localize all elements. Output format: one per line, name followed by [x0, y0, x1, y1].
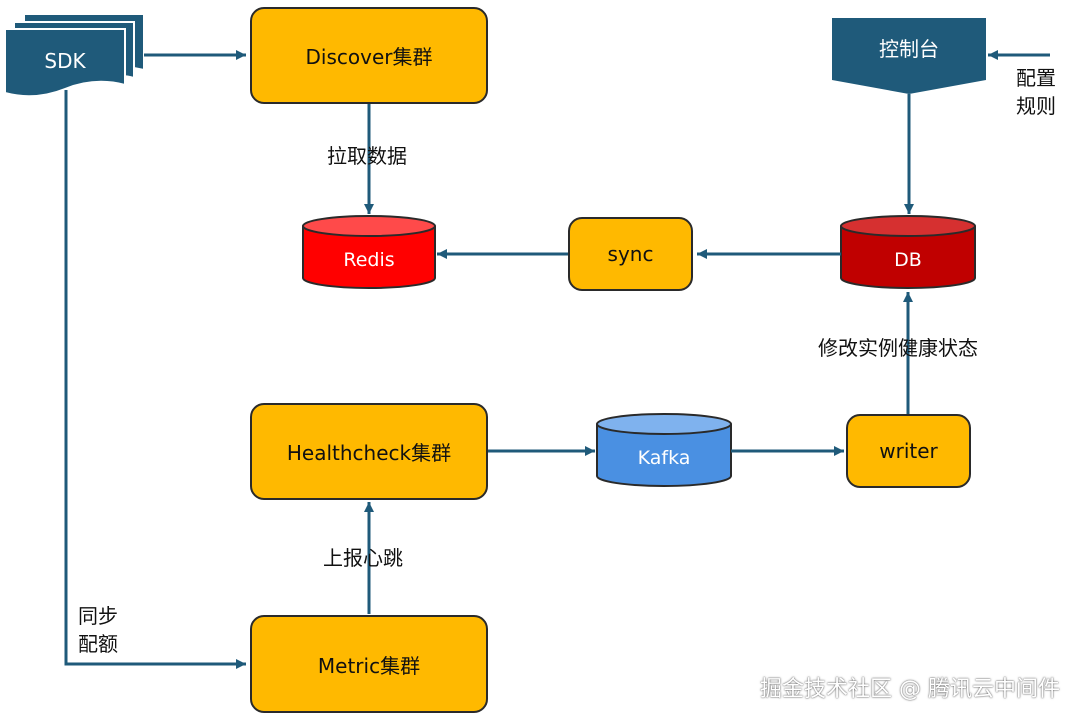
kafka-label: Kafka	[638, 447, 691, 469]
metric-label: Metric集群	[317, 653, 421, 678]
db-cylinder: DB	[840, 215, 976, 289]
console-node: 控制台	[832, 18, 986, 94]
sync-quota-line1: 同步	[78, 604, 118, 628]
config-rules-label: 配置 规则	[1016, 64, 1056, 120]
sync-label: sync	[607, 242, 654, 266]
sdk-label: SDK	[44, 49, 86, 73]
sdk-node: SDK	[4, 13, 145, 98]
redis-cylinder: Redis	[302, 215, 436, 289]
metric-cluster-box: Metric集群	[250, 615, 488, 713]
discover-cluster-box: Discover集群	[250, 7, 488, 104]
redis-label: Redis	[343, 249, 394, 271]
healthcheck-cluster-box: Healthcheck集群	[250, 403, 488, 500]
sync-box: sync	[568, 217, 693, 291]
healthcheck-label: Healthcheck集群	[286, 441, 452, 465]
arrow-sdk-to-metric	[64, 90, 246, 669]
db-label: DB	[894, 249, 922, 271]
writer-label: writer	[879, 439, 938, 463]
watermark: 掘金技术社区 @ 腾讯云中间件	[760, 677, 1060, 702]
kafka-cylinder: Kafka	[596, 413, 732, 487]
config-rules-line1: 配置	[1016, 66, 1056, 90]
modify-health-label: 修改实例健康状态	[818, 336, 978, 360]
pull-data-label: 拉取数据	[327, 144, 407, 168]
report-heartbeat-label: 上报心跳	[323, 546, 403, 570]
config-rules-line2: 规则	[1016, 94, 1056, 118]
sync-quota-line2: 配额	[78, 632, 118, 656]
sync-quota-label: 同步 配额	[78, 602, 118, 658]
discover-label: Discover集群	[305, 45, 433, 69]
console-label: 控制台	[879, 37, 939, 61]
writer-box: writer	[846, 414, 971, 488]
